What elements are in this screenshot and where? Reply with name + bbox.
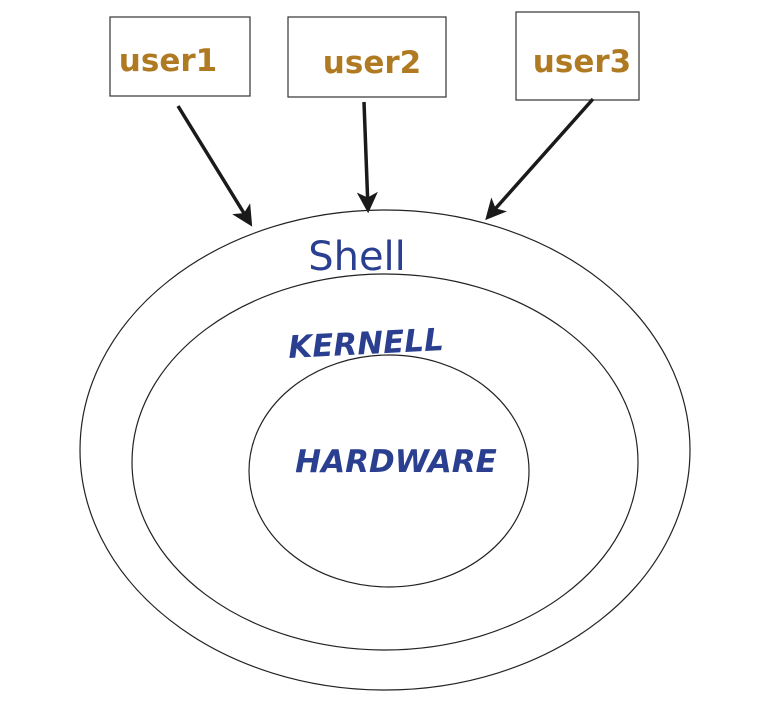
user2-label: user2 — [323, 45, 421, 81]
user3-label: user3 — [533, 44, 631, 80]
user3-arrow — [485, 97, 595, 221]
hardware-ellipse — [248, 354, 530, 588]
kernel-label: KERNELL — [287, 322, 444, 366]
user1-label: user1 — [119, 43, 217, 79]
kernel-ellipse — [131, 273, 639, 651]
user2-arrow — [356, 101, 378, 214]
user2-box — [287, 16, 447, 98]
user3-box — [515, 11, 640, 101]
shell-ellipse — [79, 209, 691, 691]
user1-box — [109, 16, 251, 97]
hardware-label: HARDWARE — [295, 444, 497, 480]
shell-label: Shell — [308, 234, 406, 280]
user1-arrow — [176, 105, 253, 227]
